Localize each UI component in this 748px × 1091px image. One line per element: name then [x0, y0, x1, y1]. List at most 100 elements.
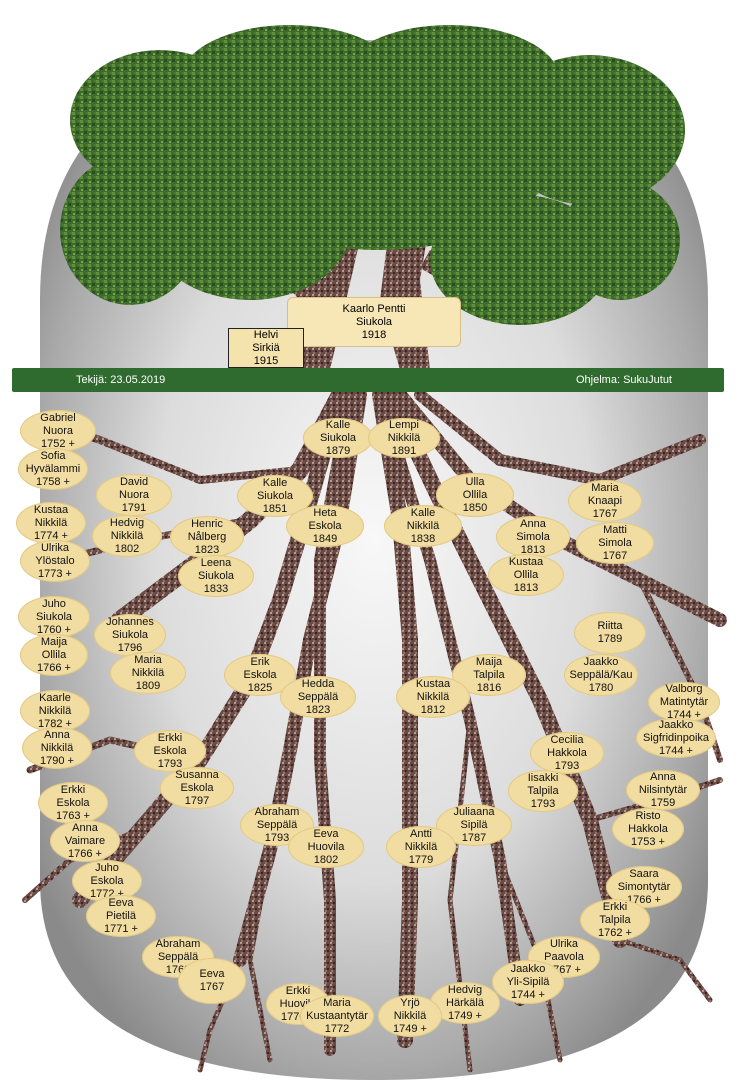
person-last: Nikkilä — [416, 690, 450, 703]
person-last: Nuora — [119, 488, 149, 501]
person-year: 1760 + — [37, 623, 71, 636]
person-first: Kalle — [262, 476, 288, 489]
person-year: 1766 + — [37, 661, 71, 674]
person-year: 1766 + — [68, 847, 102, 860]
person-first: Jaakko — [658, 718, 694, 731]
person-year: 1879 — [325, 444, 351, 457]
spouse-box[interactable]: Helvi Sirkiä 1915 — [228, 328, 304, 368]
person-last: Eskola — [56, 796, 90, 809]
program-name: Ohjelma: SukuJutut — [576, 374, 672, 386]
person-first: Maija — [40, 635, 68, 648]
person-last: Nikkilä — [38, 704, 72, 717]
person-year: 1772 — [324, 1022, 350, 1035]
person-year: 1782 + — [38, 717, 72, 730]
proband-box[interactable]: Kaarlo Pentti Siukola 1918 — [287, 297, 461, 347]
person-last: Eskola — [308, 519, 342, 532]
person-last: Hakkola — [628, 822, 668, 835]
proband-surname: Siukola — [355, 315, 393, 328]
person-year: 1790 + — [40, 754, 74, 767]
person-first: Erkki — [285, 984, 311, 997]
person-first: Anna — [650, 770, 676, 783]
person-first: Sofia — [40, 449, 66, 462]
person-first: Antti — [409, 827, 432, 840]
person-first: Hedvig — [109, 516, 145, 529]
person-first: Risto — [635, 809, 661, 822]
person-year: 1816 — [476, 681, 502, 694]
person-first: Eeva — [313, 827, 339, 840]
person-year: 1813 — [513, 581, 539, 594]
spouse-year: 1915 — [253, 354, 279, 367]
person-first: Anna — [44, 728, 70, 741]
person-last: Talpila — [599, 913, 631, 926]
person-first: Cecilia — [550, 733, 584, 746]
person-year: 1767 — [199, 981, 225, 993]
person-first: Erkki — [157, 731, 183, 744]
person-last: Ollila — [41, 648, 67, 661]
person-last: Seppälä — [297, 690, 339, 703]
person-year: 1749 + — [393, 1022, 427, 1035]
person-last: Sigfridinpoika — [642, 731, 710, 744]
person-first: Anna — [520, 517, 546, 530]
person-last: Huovila — [307, 840, 345, 853]
person-first: Juho — [95, 861, 119, 874]
person-year: 1759 — [650, 796, 676, 809]
person-last: Nikkilä — [406, 519, 440, 532]
person-year: 1793 — [554, 759, 580, 772]
person-year: 1825 — [247, 681, 273, 694]
person-year: 1823 — [194, 543, 220, 556]
person-first: Erkki — [602, 900, 628, 913]
person-year: 1838 — [410, 532, 436, 545]
person-last: Paavola — [544, 950, 584, 963]
person-year: 1771 + — [104, 922, 138, 935]
person-first: Johannes — [106, 615, 154, 628]
person-last: Eskola — [243, 668, 277, 681]
person-year: 1787 — [461, 831, 487, 844]
